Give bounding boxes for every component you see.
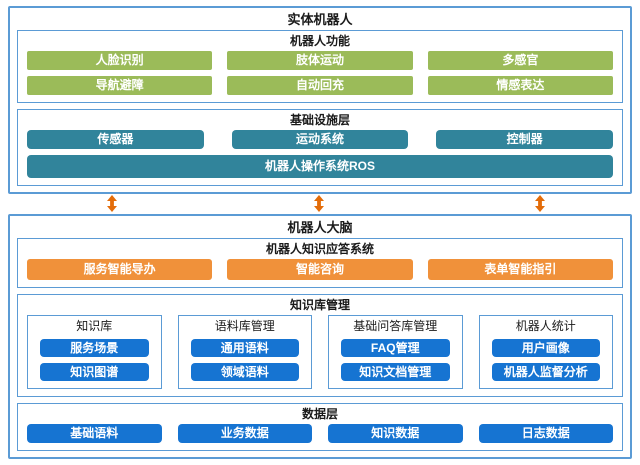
physical-robot-title: 实体机器人 <box>287 12 353 27</box>
kb-chip-doc-mgmt: 知识文档管理 <box>341 363 450 381</box>
kb-chip-faq-mgmt: FAQ管理 <box>341 339 450 357</box>
panel-data-layer: 数据层 基础语料 业务数据 知识数据 日志数据 <box>17 403 623 451</box>
group-corpus-mgmt: 语料库管理 通用语料 领域语料 <box>177 315 312 389</box>
knowledge-mgmt-grid: 知识库 服务场景 知识图谱 语料库管理 通用语料 领域语料 基础问答库管理 FA… <box>27 315 613 389</box>
group-knowledge-base: 知识库 服务场景 知识图谱 <box>27 315 162 389</box>
data-chip-business-data: 业务数据 <box>177 424 312 443</box>
function-chip-face-recognition: 人脸识别 <box>27 51 213 70</box>
function-chip-limb-motion: 肢体运动 <box>227 51 413 70</box>
data-layer-title: 数据层 <box>301 407 338 421</box>
kb-chip-service-scene: 服务场景 <box>40 339 149 357</box>
data-chip-knowledge-data: 知识数据 <box>328 424 463 443</box>
bidirectional-arrow-icon <box>313 195 324 212</box>
group-title: 基础问答库管理 <box>353 319 438 333</box>
robot-functions-title: 机器人功能 <box>289 34 350 48</box>
qa-chip-service-guidance: 服务智能导办 <box>27 259 213 280</box>
kb-chip-robot-supervision: 机器人监督分析 <box>491 363 600 381</box>
bidirectional-arrow-icon <box>534 195 545 212</box>
panel-infrastructure: 基础设施层 传感器 运动系统 控制器 机器人操作系统ROS <box>17 109 623 186</box>
infra-chip-controller: 控制器 <box>436 130 613 149</box>
robot-brain-title: 机器人大脑 <box>287 220 353 235</box>
function-chip-multi-sense: 多感官 <box>427 51 613 70</box>
bidirectional-arrow-icon <box>107 195 118 212</box>
qa-chip-smart-consult: 智能咨询 <box>227 259 413 280</box>
infra-chip-ros: 机器人操作系统ROS <box>27 155 613 178</box>
kb-chip-domain-corpus: 领域语料 <box>190 363 299 381</box>
group-robot-stats: 机器人统计 用户画像 机器人监督分析 <box>478 315 613 389</box>
group-title: 机器人统计 <box>515 319 576 333</box>
function-chip-emotion: 情感表达 <box>427 76 613 95</box>
data-layer-grid: 基础语料 业务数据 知识数据 日志数据 <box>27 424 613 443</box>
function-chip-auto-recharge: 自动回充 <box>227 76 413 95</box>
kb-chip-user-profile: 用户画像 <box>491 339 600 357</box>
group-title: 语料库管理 <box>214 319 275 333</box>
kb-chip-knowledge-graph: 知识图谱 <box>40 363 149 381</box>
section-physical-robot: 实体机器人 机器人功能 人脸识别 肢体运动 多感官 导航避障 自动回充 情感表达… <box>8 6 632 194</box>
function-chip-navigation: 导航避障 <box>27 76 213 95</box>
connector-arrows <box>8 194 632 214</box>
qa-system-grid: 服务智能导办 智能咨询 表单智能指引 <box>27 259 613 280</box>
infrastructure-title: 基础设施层 <box>289 113 350 127</box>
section-robot-brain: 机器人大脑 机器人知识应答系统 服务智能导办 智能咨询 表单智能指引 知识库管理… <box>8 214 632 459</box>
qa-chip-form-guide: 表单智能指引 <box>427 259 613 280</box>
group-title: 知识库 <box>76 319 113 333</box>
infra-chip-motion-system: 运动系统 <box>231 130 409 149</box>
panel-robot-functions: 机器人功能 人脸识别 肢体运动 多感官 导航避障 自动回充 情感表达 <box>17 30 623 103</box>
knowledge-mgmt-title: 知识库管理 <box>289 298 350 312</box>
group-basic-qa-mgmt: 基础问答库管理 FAQ管理 知识文档管理 <box>328 315 463 389</box>
robot-functions-grid: 人脸识别 肢体运动 多感官 导航避障 自动回充 情感表达 <box>27 51 613 95</box>
data-chip-log-data: 日志数据 <box>478 424 613 443</box>
qa-system-title: 机器人知识应答系统 <box>265 242 374 256</box>
data-chip-basic-corpus: 基础语料 <box>27 424 162 443</box>
kb-chip-general-corpus: 通用语料 <box>190 339 299 357</box>
panel-qa-system: 机器人知识应答系统 服务智能导办 智能咨询 表单智能指引 <box>17 238 623 288</box>
infrastructure-grid: 传感器 运动系统 控制器 机器人操作系统ROS <box>27 130 613 178</box>
infra-chip-sensors: 传感器 <box>27 130 204 149</box>
panel-knowledge-mgmt: 知识库管理 知识库 服务场景 知识图谱 语料库管理 通用语料 领域语料 基础问答… <box>17 294 623 397</box>
